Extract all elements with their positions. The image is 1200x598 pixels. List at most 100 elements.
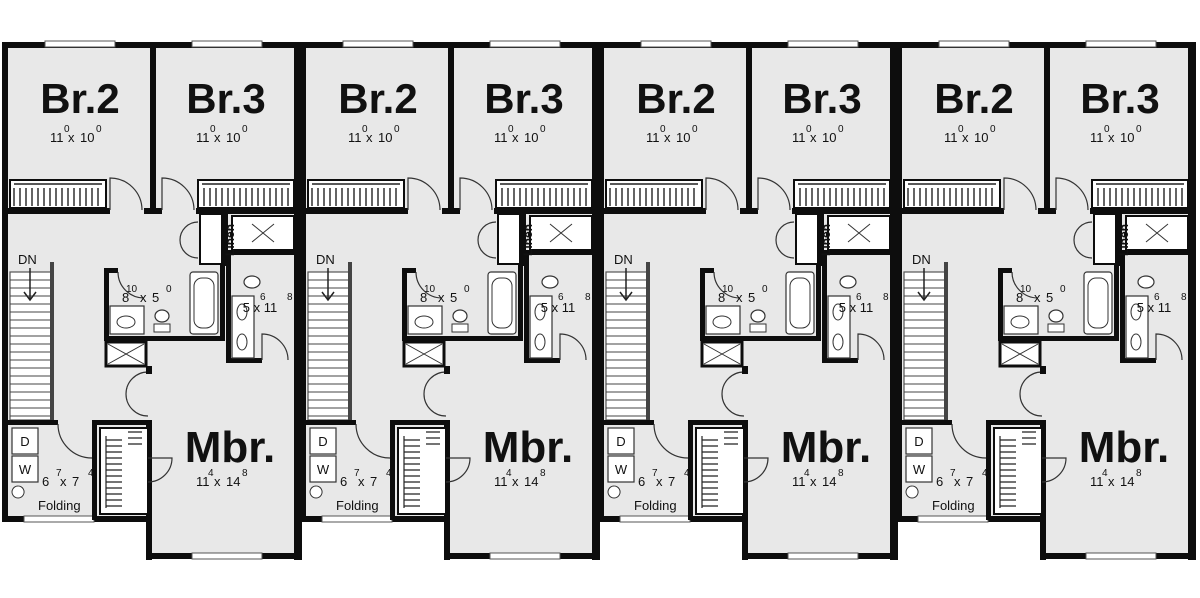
folding-label: Folding <box>336 498 379 513</box>
br2-dim-height: 10 <box>676 130 690 145</box>
mbr-dim-height-inches: 8 <box>242 468 248 479</box>
master-bath-dim-width-inches: 6 <box>1154 292 1160 303</box>
br2-dim-height-inches: 0 <box>990 124 996 135</box>
master-bath-dim: 5 x 11 <box>839 300 873 315</box>
mbr-dim-width-inches: 4 <box>506 468 512 479</box>
dryer-label: D <box>318 434 327 449</box>
br2-dim-width: 11 <box>646 130 660 145</box>
laundry-dim-width-inches: 7 <box>56 468 62 479</box>
mbr-dim-width: 11 <box>1090 474 1104 489</box>
master-bath-dim-height-inches: 8 <box>287 292 293 303</box>
room-label-br2: Br.2 <box>636 75 715 122</box>
master-bath-dim: 5 x 11 <box>243 300 277 315</box>
br3-dim-width: 11 <box>792 130 806 145</box>
linen-label: Linen <box>223 224 237 256</box>
master-bath-dim: 5 x 11 <box>1137 300 1171 315</box>
laundry-dim-width-inches: 7 <box>652 468 658 479</box>
mbr-dim-width-inches: 4 <box>208 468 214 479</box>
master-bath-dim-height-inches: 8 <box>585 292 591 303</box>
br3-dim-width-inches: 0 <box>210 124 216 135</box>
br2-dim-height-inches: 0 <box>96 124 102 135</box>
master-bath-dim-width-inches: 6 <box>260 292 266 303</box>
br2-dim-height-inches: 0 <box>394 124 400 135</box>
room-label-br3: Br.3 <box>782 75 861 122</box>
bath-dim-height-inches: 0 <box>166 284 172 295</box>
bath-dim-separator: x <box>736 290 743 305</box>
washer-label: W <box>615 462 628 477</box>
bath-dim-width: 8 <box>122 290 129 305</box>
mbr-dim-width-inches: 4 <box>1102 468 1108 479</box>
mbr-dim-height: 14 <box>822 474 836 489</box>
washer-label: W <box>19 462 32 477</box>
br3-dim-width-inches: 0 <box>508 124 514 135</box>
room-label-mbr: Mbr. <box>185 423 275 472</box>
br3-dim-width-inches: 0 <box>1104 124 1110 135</box>
room-label-mbr: Mbr. <box>781 423 871 472</box>
br3-dim-height-inches: 0 <box>540 124 546 135</box>
br3-dim-width: 11 <box>1090 130 1104 145</box>
mbr-dim-height-inches: 8 <box>838 468 844 479</box>
laundry-dim-separator: x <box>358 474 365 489</box>
br3-dim-height: 10 <box>822 130 836 145</box>
room-label-mbr: Mbr. <box>1079 423 1169 472</box>
laundry-dim-width: 6 <box>340 474 347 489</box>
laundry-dim-separator: x <box>954 474 961 489</box>
stair-label: DN <box>912 252 931 267</box>
bath-dim-width: 8 <box>1016 290 1023 305</box>
br2-dim-height: 10 <box>378 130 392 145</box>
br2-dim-width-inches: 0 <box>660 124 666 135</box>
laundry-dim-width-inches: 7 <box>354 468 360 479</box>
mbr-dim-width: 11 <box>196 474 210 489</box>
master-bath-dim: 5 x 11 <box>541 300 575 315</box>
br3-dim-separator: x <box>512 130 519 145</box>
bath-dim-width-inches: 10 <box>126 284 138 295</box>
laundry-dim-height-inches: 4 <box>684 468 690 479</box>
washer-label: W <box>317 462 330 477</box>
br3-dim-height: 10 <box>524 130 538 145</box>
br2-dim-height: 10 <box>80 130 94 145</box>
br2-dim-width-inches: 0 <box>64 124 70 135</box>
mbr-dim-separator: x <box>512 474 519 489</box>
br3-dim-height-inches: 0 <box>1136 124 1142 135</box>
br2-dim-width: 11 <box>944 130 958 145</box>
bath-dim-height: 5 <box>1046 290 1053 305</box>
bath-dim-separator: x <box>140 290 147 305</box>
mbr-dim-height: 14 <box>1120 474 1134 489</box>
laundry-dim-height-inches: 4 <box>88 468 94 479</box>
br2-dim-separator: x <box>366 130 373 145</box>
br3-dim-height-inches: 0 <box>242 124 248 135</box>
mbr-dim-height-inches: 8 <box>1136 468 1142 479</box>
br3-dim-width: 11 <box>494 130 508 145</box>
br3-dim-height: 10 <box>1120 130 1134 145</box>
linen-label: Linen <box>819 224 833 256</box>
washer-label: W <box>913 462 926 477</box>
room-label-mbr: Mbr. <box>483 423 573 472</box>
br2-dim-separator: x <box>962 130 969 145</box>
laundry-dim-width-inches: 7 <box>950 468 956 479</box>
laundry-dim-separator: x <box>60 474 67 489</box>
master-bath-dim-width-inches: 6 <box>558 292 564 303</box>
room-label-br3: Br.3 <box>186 75 265 122</box>
laundry-dim-width: 6 <box>638 474 645 489</box>
mbr-dim-height: 14 <box>524 474 538 489</box>
mbr-dim-width-inches: 4 <box>804 468 810 479</box>
mbr-dim-width: 11 <box>792 474 806 489</box>
br2-dim-width: 11 <box>50 130 64 145</box>
mbr-dim-height: 14 <box>226 474 240 489</box>
laundry-dim-height: 7 <box>966 474 973 489</box>
master-bath-dim-height-inches: 8 <box>1181 292 1187 303</box>
bath-dim-height: 5 <box>748 290 755 305</box>
br2-dim-separator: x <box>664 130 671 145</box>
br3-dim-width-inches: 0 <box>806 124 812 135</box>
br2-dim-width: 11 <box>348 130 362 145</box>
stair-label: DN <box>316 252 335 267</box>
room-label-br3: Br.3 <box>484 75 563 122</box>
laundry-dim-width: 6 <box>936 474 943 489</box>
dryer-label: D <box>20 434 29 449</box>
bath-dim-height: 5 <box>152 290 159 305</box>
bath-dim-width: 8 <box>420 290 427 305</box>
br3-dim-height: 10 <box>226 130 240 145</box>
laundry-dim-height: 7 <box>72 474 79 489</box>
br2-dim-width-inches: 0 <box>362 124 368 135</box>
